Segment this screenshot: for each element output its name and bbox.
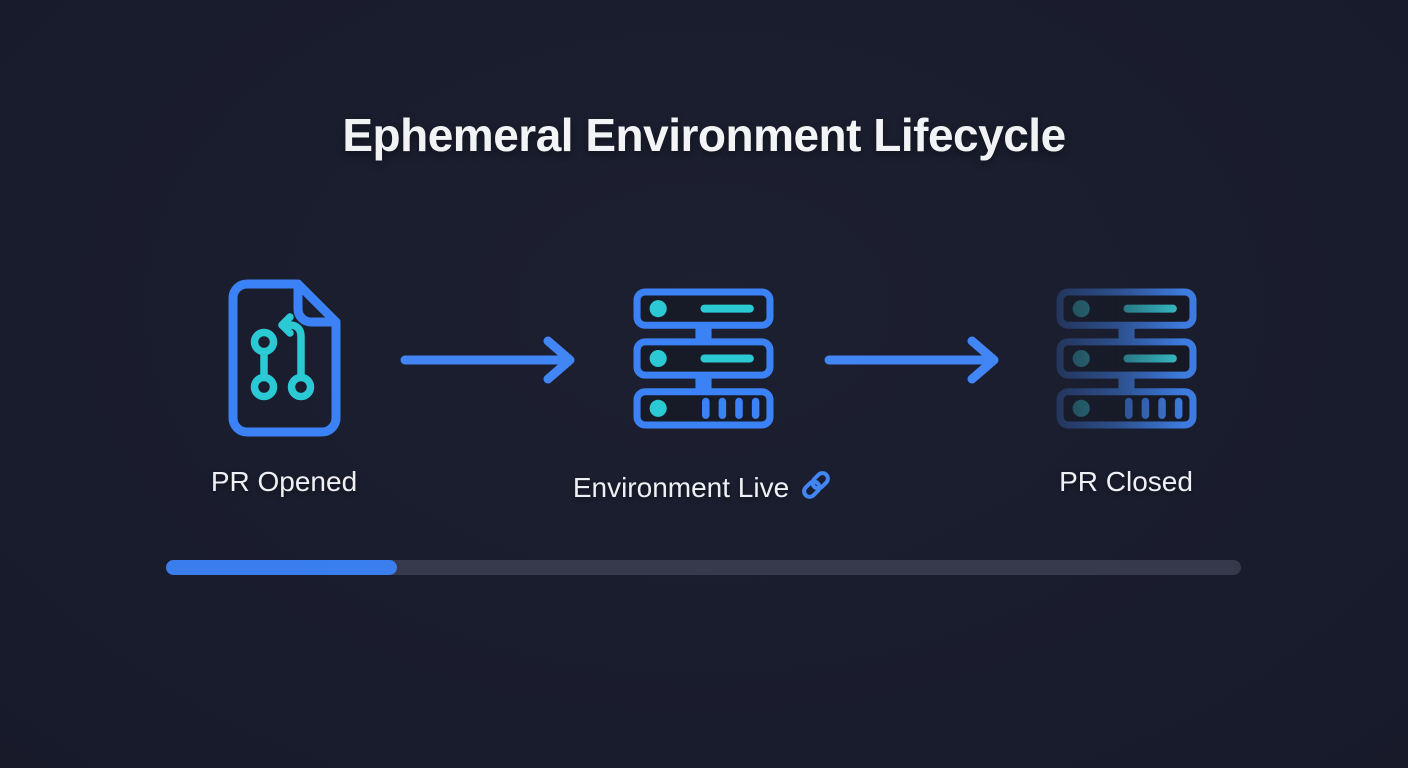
stage-label-text: PR Opened [210,466,358,497]
stage-label-pr-closed: PR Closed [1059,466,1193,498]
server-stack-faded-icon [1056,279,1197,437]
page-title: Ephemeral Environment Lifecycle [342,109,1066,161]
stage-label-text: PR Closed [1059,466,1193,497]
stage-label-pr-opened: PR Opened [211,466,357,498]
arrow-right-icon [822,334,1012,391]
link-icon [799,468,833,509]
stage-pr-opened: PR Opened [134,279,434,498]
stage-environment-live: Environment Live [553,279,853,509]
progress-fill [166,560,398,575]
progress-bar-track [166,560,1241,575]
stage-label-text: Environment Live [572,471,790,503]
server-stack-icon [633,279,774,437]
stage-label-environment-live: Environment Live [573,466,833,509]
document-git-pull-request-icon [228,279,341,437]
arrow-right-icon [398,334,588,391]
stage-pr-closed: PR Closed [976,279,1276,498]
